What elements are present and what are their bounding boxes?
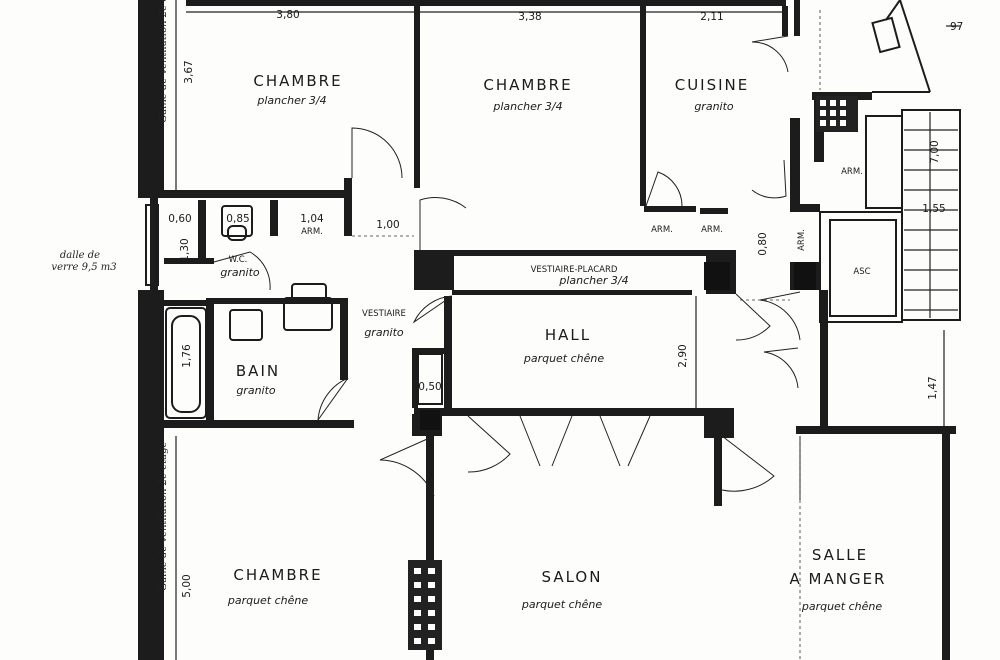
room-salle-a-manger-floor: parquet chêne xyxy=(801,600,883,613)
dim-104: 1,04 xyxy=(300,213,324,225)
room-salon-floor: parquet chêne xyxy=(521,598,603,611)
dim-700: 7,00 xyxy=(929,140,941,163)
room-wc-name: W.C. xyxy=(229,255,248,265)
room-vestiaire-floor: granito xyxy=(364,326,404,339)
room-chambre-sw-floor: parquet chêne xyxy=(227,594,309,607)
dim-chambre-nw-depth: 3,67 xyxy=(183,60,195,83)
bay-window xyxy=(871,0,931,93)
room-hall-name: HALL xyxy=(545,326,591,344)
annotation-dalle-line1: dalle de xyxy=(60,250,100,261)
room-cuisine-floor: granito xyxy=(694,100,734,113)
room-chambre-sw-name: CHAMBRE xyxy=(233,566,322,584)
dim-cuisine-width: 2,11 xyxy=(700,11,723,23)
dim-chambre-n-width: 3,38 xyxy=(518,11,541,23)
room-hall-floor: parquet chêne xyxy=(523,352,605,365)
staircase xyxy=(904,112,958,318)
dim-hall-depth: 2,90 xyxy=(677,344,689,367)
cupboard-arm-5: ARM. xyxy=(841,167,863,177)
room-labels: CHAMBRE plancher 3/4 CHAMBRE plancher 3/… xyxy=(220,72,887,613)
dim-176: 1,76 xyxy=(181,344,193,368)
annotation-gaine-bottom: Gaine de ventilation 2e étage xyxy=(158,441,169,590)
room-chambre-n-floor: plancher 3/4 xyxy=(492,100,562,113)
room-bain-name: BAIN xyxy=(236,362,280,380)
dim-100: 1,00 xyxy=(376,219,399,231)
glass-slab xyxy=(145,204,159,286)
room-wc-floor: granito xyxy=(220,266,260,279)
room-chambre-n-name: CHAMBRE xyxy=(483,76,572,94)
room-vestiaire-placard-floor: plancher 3/4 xyxy=(558,274,628,287)
annotations: dalle de verre 9,5 m3 Gaine de ventilati… xyxy=(51,0,169,591)
dim-147: 1,47 xyxy=(927,376,939,399)
dimension-lines xyxy=(175,0,960,660)
dim-080: 0,80 xyxy=(757,232,769,255)
room-chambre-nw-floor: plancher 3/4 xyxy=(256,94,326,107)
doors xyxy=(213,35,801,500)
dim-060: 0,60 xyxy=(168,213,191,225)
room-salle-a-manger-name-2: A MANGER xyxy=(790,570,887,588)
room-bain-floor: granito xyxy=(236,384,276,397)
hatched-columns xyxy=(408,96,858,650)
dim-155: 1,55 xyxy=(922,203,945,215)
room-chambre-nw-name: CHAMBRE xyxy=(253,72,342,90)
dim-085: 0,85 xyxy=(226,213,249,225)
annotation-dalle-line2: verre 9,5 m3 xyxy=(51,262,116,273)
dim-130: 1,30 xyxy=(179,238,191,261)
annotation-gaine-top: Gaine de ventilation 2e étage xyxy=(158,0,169,123)
dim-chambre-sw-depth: 5,00 xyxy=(181,574,193,597)
cupboard-arm-1: ARM. xyxy=(301,227,323,237)
fixtures xyxy=(165,205,443,419)
cupboard-labels: ARM. ARM. ARM. ARM. ARM. xyxy=(301,167,863,251)
cupboard-arm-4: ARM. xyxy=(797,229,807,251)
room-salon-name: SALON xyxy=(542,568,603,586)
dimension-labels: 3,80 3,38 2,11 97 3,67 0,60 0,85 1,04 1,… xyxy=(168,9,963,598)
room-vestiaire-name: VESTIAIRE xyxy=(362,309,406,319)
dim-right-edge: 97 xyxy=(950,21,963,33)
dim-chambre-nw-width: 3,80 xyxy=(276,9,299,21)
room-vestiaire-placard-name: VESTIAIRE-PLACARD xyxy=(531,265,618,275)
cupboard-arm-3: ARM. xyxy=(701,225,723,235)
cupboard-arm-2: ARM. xyxy=(651,225,673,235)
room-salle-a-manger-name-1: SALLE xyxy=(812,546,868,564)
room-asc-name: ASC xyxy=(853,267,870,277)
room-cuisine-name: CUISINE xyxy=(675,76,750,94)
dim-050: 0,50 xyxy=(418,381,441,393)
